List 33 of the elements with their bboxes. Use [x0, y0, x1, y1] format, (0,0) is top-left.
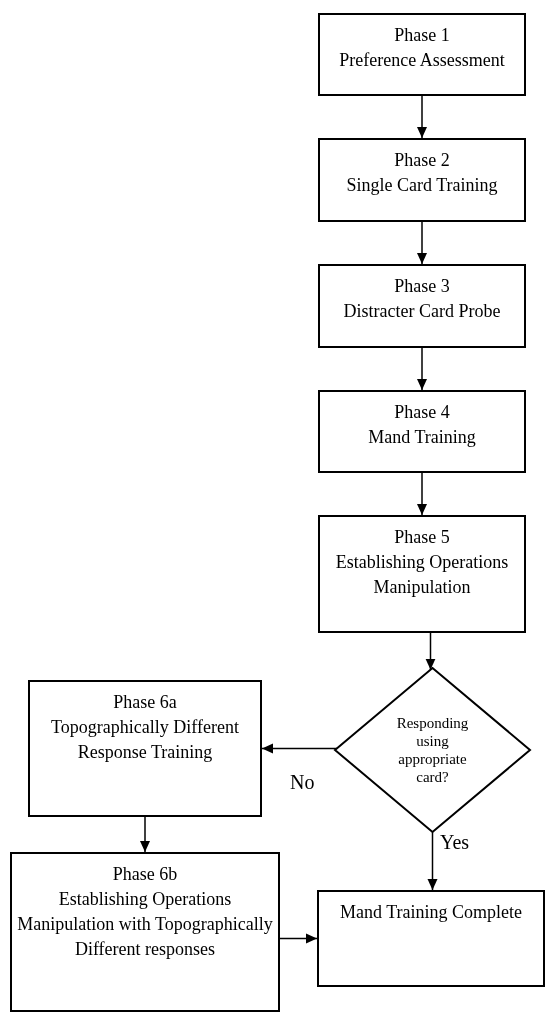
- process-box: [317, 890, 545, 987]
- phase-heading: Phase 2: [394, 149, 450, 172]
- arrow: [427, 831, 438, 891]
- arrow: [261, 743, 338, 754]
- arrow: [417, 95, 427, 139]
- box-text: Single Card Training: [346, 174, 498, 197]
- phase-heading: Phase 6a: [113, 691, 177, 714]
- decision-text: Responding using appropriate card?: [395, 714, 470, 786]
- process-box: [318, 138, 526, 222]
- arrow: [417, 472, 427, 516]
- phase-heading: Phase 6b: [112, 863, 178, 886]
- phase-heading: Phase 4: [394, 401, 450, 424]
- phase-heading: Phase 3: [394, 275, 450, 298]
- box-text: Topographically Different Response Training: [50, 716, 240, 764]
- arrow: [140, 816, 150, 853]
- box-text: Mand Training Complete: [340, 901, 522, 924]
- arrow: [417, 347, 427, 391]
- process-box: [318, 515, 526, 633]
- process-box: [28, 680, 262, 817]
- arrow: [417, 221, 427, 265]
- process-box: [318, 13, 526, 96]
- arrow: [279, 933, 318, 944]
- box-text: Distracter Card Probe: [343, 300, 501, 323]
- process-box: [318, 264, 526, 348]
- box-text: Establishing Operations Manipulation with Topographically Different responses: [16, 888, 274, 961]
- process-box: [10, 852, 280, 1012]
- phase-heading: Phase 5: [394, 526, 450, 549]
- box-text: Establishing Operations Manipulation: [334, 551, 510, 599]
- box-text: Preference Assessment: [339, 49, 505, 72]
- box-text: Mand Training: [368, 426, 476, 449]
- process-box: [318, 390, 526, 473]
- phase-heading: Phase 1: [394, 24, 450, 47]
- arrow: [425, 632, 436, 671]
